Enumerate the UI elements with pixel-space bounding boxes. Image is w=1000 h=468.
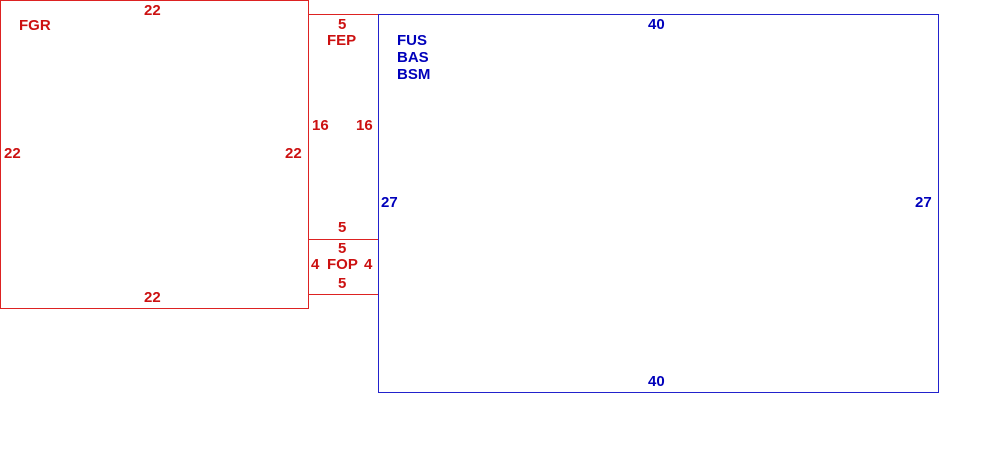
fep-right-dimension: 16 bbox=[356, 117, 373, 134]
fep-top-dimension: 5 bbox=[338, 16, 347, 33]
fop-name-label: FOP bbox=[327, 256, 358, 273]
blue-room-left-dimension: 27 bbox=[381, 194, 398, 211]
fgr-name-label: FGR bbox=[19, 17, 51, 34]
blue-room-name-bas: BAS bbox=[397, 49, 429, 66]
fop-left-dimension: 4 bbox=[311, 256, 320, 273]
blue-room-name-bsm: BSM bbox=[397, 66, 431, 83]
blue-room-box bbox=[378, 14, 939, 393]
fep-left-dimension: 16 bbox=[312, 117, 329, 134]
blue-room-bottom-dimension: 40 bbox=[648, 373, 665, 390]
fop-top-dimension: 5 bbox=[338, 240, 347, 257]
fgr-right-dimension: 22 bbox=[285, 145, 302, 162]
blue-room-name-fus: FUS bbox=[397, 32, 427, 49]
fgr-left-dimension: 22 bbox=[4, 145, 21, 162]
blue-room-right-dimension: 27 bbox=[915, 194, 932, 211]
fgr-top-dimension: 22 bbox=[144, 2, 161, 19]
fep-bottom-dimension: 5 bbox=[338, 219, 347, 236]
blue-room-top-dimension: 40 bbox=[648, 16, 665, 33]
fgr-box bbox=[0, 0, 309, 309]
fop-right-dimension: 4 bbox=[364, 256, 373, 273]
fgr-bottom-dimension: 22 bbox=[144, 289, 161, 306]
fop-bottom-dimension: 5 bbox=[338, 275, 347, 292]
fep-name-label: FEP bbox=[327, 32, 357, 49]
